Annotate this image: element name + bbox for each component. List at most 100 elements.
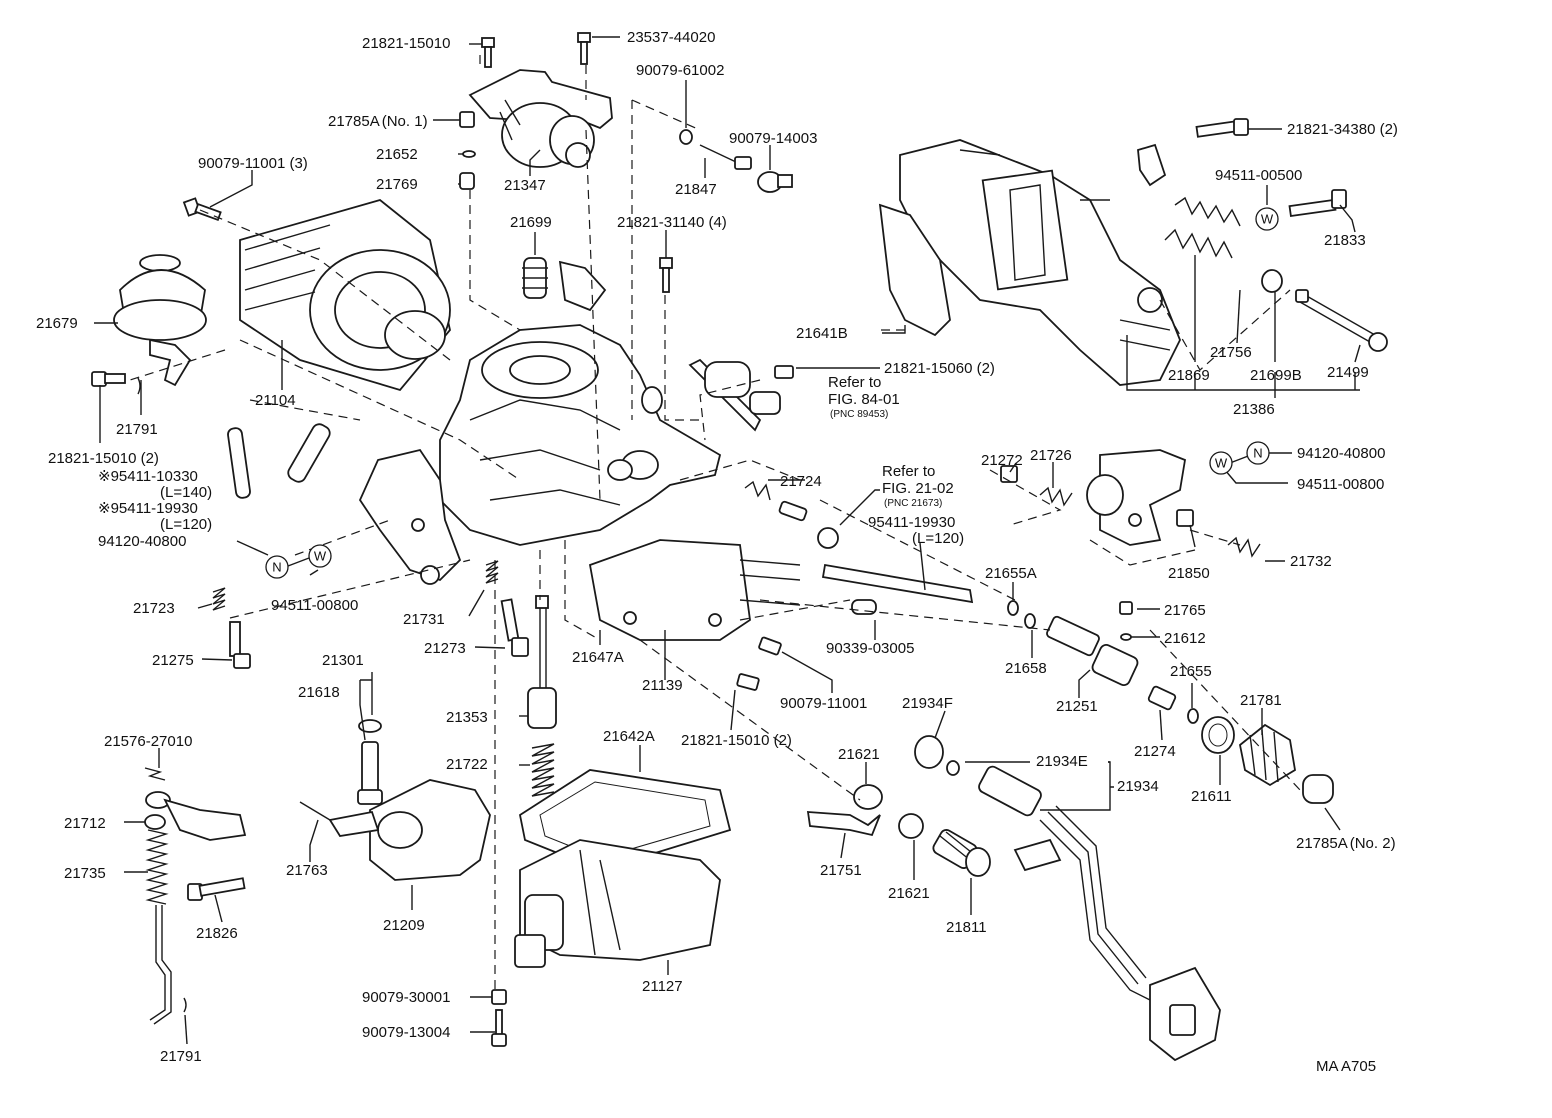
boot-21699 <box>522 257 548 299</box>
harness-21934 <box>914 735 1221 1062</box>
label-21722: 21722 <box>446 756 488 773</box>
label-21251: 21251 <box>1056 698 1098 715</box>
label-21652: 21652 <box>376 146 418 163</box>
nut-90079-30001 <box>491 989 507 1005</box>
label-21499: 21499 <box>1327 364 1369 381</box>
screw-90079-14003 <box>757 171 793 193</box>
bolt-21821-34380 <box>1195 118 1249 138</box>
label-21699: 21699 <box>510 214 552 231</box>
clip-21791-b <box>183 997 187 1013</box>
housing-21641b <box>878 139 1181 386</box>
lever-21712 <box>144 791 247 841</box>
label-94511-00800-right: 94511-00800 <box>1297 476 1384 493</box>
part-number-labels: 21821-15010 23537-44020 90079-61002 2178… <box>36 29 1398 1065</box>
solenoid-valve-fig84 <box>688 358 794 432</box>
label-21272: 21272 <box>981 452 1023 469</box>
label-21658: 21658 <box>1005 660 1047 677</box>
label-21731: 21731 <box>403 611 445 628</box>
label-21785a-no1: 21785A(No. 1) <box>328 113 428 130</box>
label-21791-bottom: 21791 <box>160 1048 202 1065</box>
svg-text:FIG. 84-01: FIG. 84-01 <box>828 391 900 408</box>
label-21811: 21811 <box>946 919 987 936</box>
seal-21934f <box>914 735 944 769</box>
label-21611: 21611 <box>1191 788 1232 805</box>
label-21821-15010: 21821-15010 <box>362 35 450 52</box>
o-ring-21652 <box>462 150 476 158</box>
label-21934e: 21934E <box>1036 753 1088 770</box>
label-95411-10330: ※95411-10330 <box>98 468 198 485</box>
fitting-21673 <box>817 527 839 549</box>
label-21723: 21723 <box>133 600 175 617</box>
label-90079-11001-3: 90079-11001 (3) <box>198 155 308 172</box>
bolt-21833 <box>1288 189 1347 218</box>
label-21751: 21751 <box>820 862 862 879</box>
label-21621-bottom: 21621 <box>888 885 930 902</box>
lever-assembly <box>1086 449 1187 546</box>
label-21274: 21274 <box>1134 743 1176 760</box>
label-21791-top: 21791 <box>116 421 158 438</box>
label-95411-19930-left: ※95411-19930 <box>98 500 198 517</box>
valve-21618 <box>357 741 383 805</box>
label-21821-15060-2: 21821-15060 (2) <box>884 360 995 377</box>
label-21833: 21833 <box>1324 232 1366 249</box>
spring-21869 <box>1164 228 1233 259</box>
gasket-21621-b <box>898 813 924 839</box>
float-bowl-21127 <box>514 839 721 968</box>
label-21353: 21353 <box>446 709 488 726</box>
label-21756: 21756 <box>1210 344 1252 361</box>
screw-21821-31140 <box>659 257 673 293</box>
plug-21769 <box>459 172 475 190</box>
label-21826: 21826 <box>196 925 238 942</box>
label-21869: 21869 <box>1168 367 1210 384</box>
plug-21785a-no1 <box>459 111 475 128</box>
label-90079-14003: 90079-14003 <box>729 130 817 147</box>
label-21821-15010-2-lower: 21821-15010 (2) <box>681 732 792 749</box>
main-body-21104 <box>239 199 451 392</box>
label-21139: 21139 <box>642 677 683 694</box>
label-21785a-no2: 21785A(No. 2) <box>1296 835 1396 852</box>
label-21712: 21712 <box>64 815 106 832</box>
svg-text:W: W <box>1215 456 1228 471</box>
svg-text:Refer to: Refer to <box>828 374 881 391</box>
boot-21699b <box>1261 269 1283 293</box>
svg-text:(PNC 21673): (PNC 21673) <box>884 498 942 509</box>
linkage-plate <box>358 448 462 585</box>
piston-21353 <box>527 595 557 729</box>
diagram-code: MA A705 <box>1316 1058 1376 1075</box>
screw-90079-13004 <box>491 1009 507 1047</box>
label-21647a: 21647A <box>572 649 624 666</box>
screw-21275 <box>229 621 251 669</box>
label-21821-31140-4: 21821-31140 (4) <box>617 214 727 231</box>
fitting-21751 <box>806 811 881 837</box>
label-21699b: 21699B <box>1250 367 1302 384</box>
label-21104: 21104 <box>255 392 296 409</box>
label-21934: 21934 <box>1117 778 1159 795</box>
screw-21821-15010 <box>481 37 495 68</box>
label-23537-44020: 23537-44020 <box>627 29 715 46</box>
nut-symbol-right: N <box>1246 441 1270 465</box>
cap-21785a-no2 <box>1302 774 1334 804</box>
nut-symbol-left: N <box>265 555 289 579</box>
label-21765: 21765 <box>1164 602 1206 619</box>
clip-21791-a <box>137 377 141 395</box>
label-l120-right: (L=120) <box>912 530 964 547</box>
reference-note-fig-84-01: Refer to FIG. 84-01 (PNC 89453) <box>828 374 900 420</box>
label-21641b: 21641B <box>796 325 848 342</box>
label-21655a: 21655A <box>985 565 1037 582</box>
spring-21726 <box>1039 486 1073 507</box>
label-21850: 21850 <box>1168 565 1210 582</box>
label-21724: 21724 <box>780 473 822 490</box>
screw-21724 <box>778 500 808 522</box>
screw-21765 <box>1119 601 1133 615</box>
spring-21722 <box>531 743 555 797</box>
label-21735: 21735 <box>64 865 106 882</box>
spring-21735 <box>145 829 169 905</box>
jet-21274 <box>1147 685 1177 711</box>
spring-21731 <box>485 560 499 584</box>
label-21275: 21275 <box>152 652 194 669</box>
screw-21850 <box>1176 509 1194 527</box>
label-95411-19930-right: 95411-19930 <box>868 514 955 531</box>
label-21209: 21209 <box>383 917 425 934</box>
